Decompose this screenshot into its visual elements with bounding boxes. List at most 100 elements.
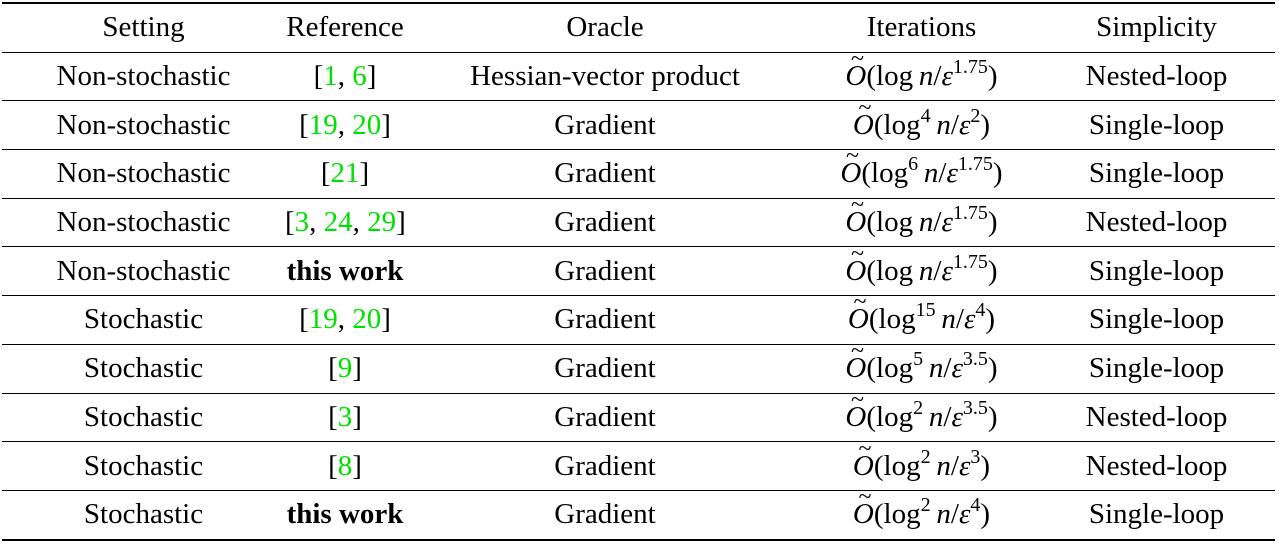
log-fn: log	[883, 449, 921, 482]
citation-link[interactable]: 19	[308, 303, 338, 336]
cell-oracle: Gradient	[405, 490, 805, 541]
cell-reference: [21]	[285, 149, 405, 199]
var-n: n	[928, 400, 944, 433]
this-work-label: this work	[286, 498, 404, 531]
cell-oracle: Gradient	[405, 295, 805, 345]
cell-iterations: O(log5 n/ε3.5)	[805, 344, 1038, 394]
var-n: n	[923, 157, 939, 190]
paren-close: )	[987, 206, 998, 239]
slash: /	[950, 108, 959, 141]
cell-oracle: Gradient	[405, 441, 805, 491]
table-row: Stochastic[19, 20]GradientO(log15 n/ε4)S…	[2, 295, 1275, 345]
citation-link[interactable]: 19	[308, 108, 338, 141]
var-epsilon: ε	[958, 498, 971, 531]
var-n: n	[928, 352, 944, 385]
citation-link[interactable]: 20	[352, 108, 382, 141]
cell-setting: Non-stochastic	[2, 100, 285, 151]
slash: /	[950, 449, 959, 482]
var-n: n	[941, 303, 956, 336]
citation-separator: ,	[309, 206, 324, 239]
cell-oracle: Gradient	[405, 344, 805, 394]
slash: /	[943, 352, 952, 385]
table-row: Stochastic[3]GradientO(log2 n/ε3.5)Neste…	[2, 393, 1275, 443]
cell-iterations: O(log15 n/ε4)	[805, 295, 1038, 345]
cell-oracle: Gradient	[405, 198, 805, 248]
citation-link[interactable]: 9	[337, 352, 353, 385]
cell-simplicity: Single-loop	[1038, 295, 1275, 345]
epsilon-exponent: 1.75	[952, 56, 988, 79]
header-iterations: Iterations	[805, 1, 1038, 53]
header-setting: Setting	[2, 1, 285, 53]
cell-setting: Non-stochastic	[2, 198, 285, 248]
log-fn: log	[876, 400, 914, 433]
citation-link[interactable]: 29	[367, 206, 397, 239]
citation-link[interactable]: 8	[337, 449, 353, 482]
citation-link[interactable]: 24	[323, 206, 353, 239]
paren-open: (	[868, 303, 879, 336]
slash: /	[933, 206, 942, 239]
log-fn: log	[878, 303, 916, 336]
epsilon-exponent: 2	[970, 104, 981, 127]
citation-link[interactable]: 21	[330, 157, 360, 190]
var-epsilon: ε	[941, 254, 953, 287]
epsilon-exponent: 3	[970, 445, 981, 468]
log-fn: log	[883, 108, 921, 141]
paren-close: )	[987, 352, 998, 385]
citation-link[interactable]: 3	[337, 400, 353, 433]
big-o-tilde: O	[848, 305, 869, 334]
var-epsilon: ε	[963, 303, 976, 336]
big-o-tilde: O	[845, 256, 866, 286]
cell-simplicity: Single-loop	[1038, 246, 1275, 297]
paren-close: )	[987, 254, 998, 287]
cell-oracle: Gradient	[405, 393, 805, 443]
var-epsilon: ε	[951, 352, 963, 385]
bracket-close: ]	[359, 157, 370, 190]
epsilon-exponent: 4	[970, 494, 981, 517]
cell-simplicity: Single-loop	[1038, 149, 1275, 199]
citation-link[interactable]: 6	[352, 60, 367, 93]
paren-close: )	[980, 498, 991, 531]
paren-open: (	[866, 206, 877, 239]
bracket-close: ]	[381, 108, 391, 141]
cell-reference: [8]	[285, 441, 405, 491]
big-o-tilde: O	[845, 402, 866, 432]
log-exponent: 6	[908, 153, 919, 176]
paren-open: (	[866, 400, 877, 433]
slash: /	[933, 60, 942, 93]
var-epsilon: ε	[941, 206, 953, 239]
cell-reference: [19, 20]	[285, 295, 405, 345]
citation-link[interactable]: 20	[352, 303, 382, 336]
cell-iterations: O(log n/ε1.75)	[805, 198, 1038, 248]
this-work-label: this work	[286, 254, 404, 287]
paren-close: )	[985, 303, 996, 336]
paren-open: (	[866, 60, 877, 93]
paren-close: )	[980, 449, 991, 482]
epsilon-exponent: 1.75	[952, 202, 988, 225]
cell-setting: Stochastic	[2, 295, 285, 345]
bracket-open: [	[328, 400, 338, 433]
var-n: n	[936, 108, 951, 141]
citation-separator: ,	[337, 303, 353, 336]
cell-simplicity: Nested-loop	[1038, 441, 1275, 491]
citation-link[interactable]: 3	[294, 206, 310, 239]
cell-reference: [3, 24, 29]	[285, 198, 406, 248]
cell-setting: Non-stochastic	[2, 246, 285, 297]
bracket-open: [	[299, 108, 309, 141]
header-row: Setting Reference Oracle Iterations Simp…	[2, 1, 1275, 53]
bracket-open: [	[299, 303, 309, 336]
log-fn: log	[876, 60, 914, 93]
cell-reference: this work	[285, 490, 405, 541]
cell-reference: this work	[285, 246, 405, 297]
cell-oracle: Gradient	[405, 100, 805, 151]
var-epsilon: ε	[958, 449, 971, 482]
epsilon-exponent: 1.75	[957, 153, 993, 176]
cell-oracle: Gradient	[405, 246, 805, 297]
big-o-tilde: O	[853, 451, 874, 481]
bracket-open: [	[285, 206, 295, 239]
slash: /	[950, 498, 959, 531]
citation-link[interactable]: 1	[323, 60, 338, 93]
bracket-close: ]	[396, 206, 406, 239]
